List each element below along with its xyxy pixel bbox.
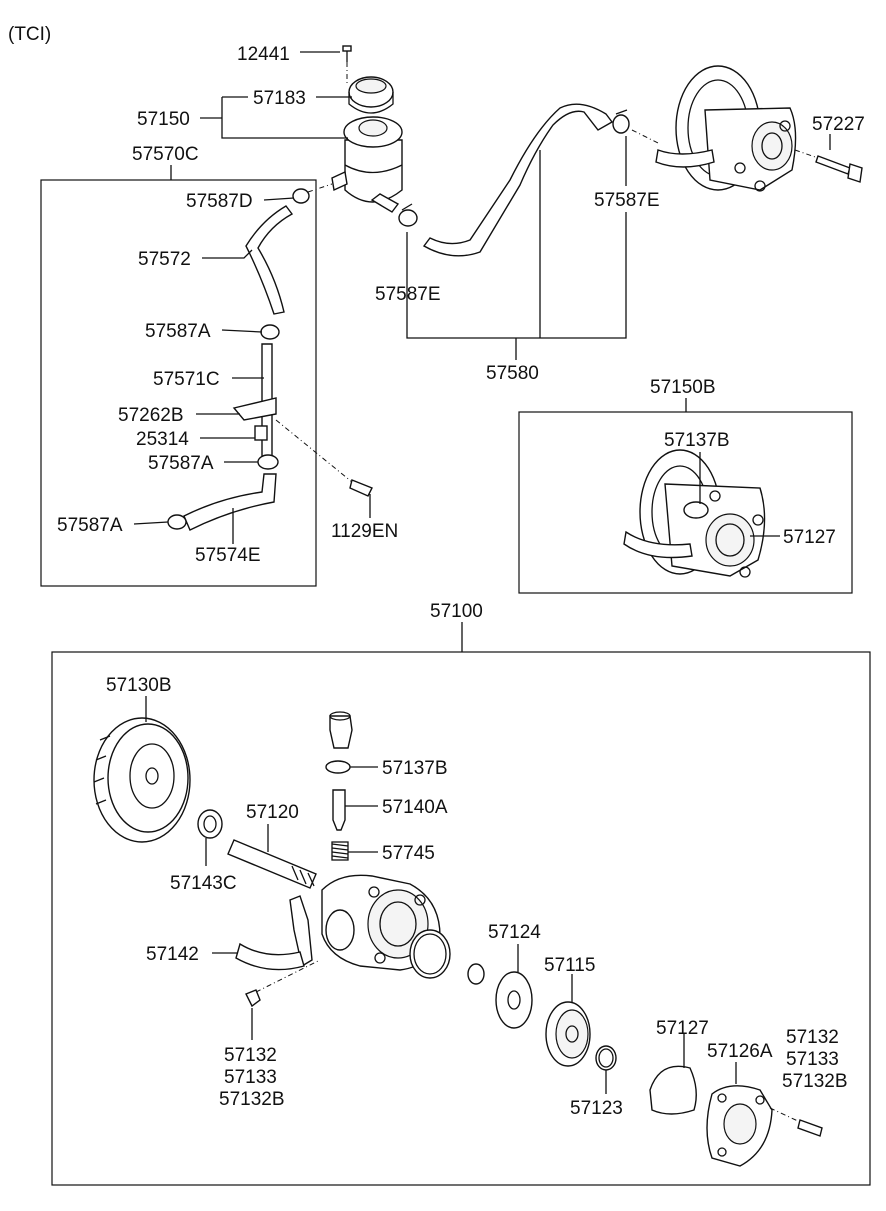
label-57132-left: 57132 bbox=[224, 1045, 277, 1066]
seal-57143C bbox=[197, 809, 223, 839]
label-57143C: 57143C bbox=[170, 873, 237, 894]
bracket-57262B bbox=[232, 397, 277, 421]
label-57140A: 57140A bbox=[382, 797, 448, 818]
hose-assembly-frame bbox=[40, 179, 317, 587]
bolt-1129EN bbox=[349, 479, 373, 497]
pump-sub-57150B bbox=[623, 449, 766, 578]
clamp-57587A-lower bbox=[167, 514, 187, 530]
suction-hose-57572 bbox=[245, 205, 294, 315]
pulley-57130B bbox=[93, 717, 191, 843]
bolt-57132-right bbox=[797, 1119, 823, 1137]
o-ring-small bbox=[467, 963, 485, 985]
bolt-57132-left bbox=[245, 989, 261, 1008]
bracket-plate bbox=[289, 895, 313, 968]
label-57262B: 57262B bbox=[118, 405, 184, 426]
label-57183: 57183 bbox=[253, 88, 306, 109]
connector-57137B bbox=[329, 711, 353, 749]
label-1129EN: 1129EN bbox=[331, 521, 398, 542]
label-57574E: 57574E bbox=[195, 545, 261, 566]
label-57227: 57227 bbox=[812, 114, 865, 135]
label-57124: 57124 bbox=[488, 922, 541, 943]
label-57137B-lower: 57137B bbox=[382, 758, 448, 779]
label-25314: 25314 bbox=[136, 429, 189, 450]
label-57132-right: 57132 bbox=[786, 1027, 839, 1048]
clamp-57587E-right bbox=[612, 109, 630, 134]
variant-label: (TCI) bbox=[8, 24, 51, 45]
label-57137B-upper: 57137B bbox=[664, 430, 730, 451]
return-hose bbox=[422, 103, 614, 257]
rotor-57115 bbox=[545, 1001, 591, 1067]
spring-57745 bbox=[331, 841, 349, 861]
label-57132B-right: 57132B bbox=[782, 1071, 848, 1092]
clamp-57587A-middle bbox=[257, 454, 279, 470]
label-57100: 57100 bbox=[430, 601, 483, 622]
label-57133-right: 57133 bbox=[786, 1049, 839, 1070]
hose-57574E bbox=[183, 473, 277, 531]
label-57132B-left: 57132B bbox=[219, 1089, 285, 1110]
cover-57126A bbox=[706, 1085, 773, 1167]
label-57150B: 57150B bbox=[650, 377, 716, 398]
label-57150: 57150 bbox=[137, 109, 190, 130]
label-57587D: 57587D bbox=[186, 191, 253, 212]
gasket-57127 bbox=[649, 1065, 697, 1115]
clamp-57587D bbox=[292, 188, 310, 204]
label-57130B: 57130B bbox=[106, 675, 172, 696]
label-57745: 57745 bbox=[382, 843, 435, 864]
label-57571C: 57571C bbox=[153, 369, 220, 390]
label-57126A: 57126A bbox=[707, 1041, 773, 1062]
pump-assembly-frame bbox=[51, 651, 871, 1186]
shaft-57120 bbox=[227, 839, 317, 889]
side-plate-57124 bbox=[495, 971, 533, 1029]
label-57123: 57123 bbox=[570, 1098, 623, 1119]
clamp-57587A-upper bbox=[260, 324, 280, 340]
label-12441: 12441 bbox=[237, 44, 290, 65]
clamp-57587E-left bbox=[398, 203, 418, 227]
label-57572: 57572 bbox=[138, 249, 191, 270]
o-ring-large bbox=[409, 929, 451, 979]
label-57587A-lower: 57587A bbox=[57, 515, 123, 536]
label-57142: 57142 bbox=[146, 944, 199, 965]
label-57587E-left: 57587E bbox=[375, 284, 441, 305]
cap-screw bbox=[342, 45, 352, 62]
dash-line bbox=[631, 129, 661, 145]
label-57127-lower: 57127 bbox=[656, 1018, 709, 1039]
label-57587A-middle: 57587A bbox=[148, 453, 214, 474]
label-57587A-upper: 57587A bbox=[145, 321, 211, 342]
o-ring-57137B bbox=[325, 760, 351, 774]
grommet-25314 bbox=[254, 425, 268, 441]
label-57120: 57120 bbox=[246, 802, 299, 823]
reservoir-cap bbox=[348, 76, 394, 114]
label-57570C: 57570C bbox=[132, 144, 199, 165]
dash-line bbox=[794, 149, 819, 159]
bolt-57227 bbox=[815, 155, 863, 183]
dash-line bbox=[769, 1107, 801, 1123]
reservoir-tank bbox=[331, 116, 403, 213]
pump-assembly-top bbox=[655, 65, 797, 192]
valve-57140A bbox=[332, 789, 346, 831]
dash-line bbox=[275, 419, 353, 483]
label-57115: 57115 bbox=[544, 955, 595, 976]
hose-57142 bbox=[235, 942, 305, 971]
leader-lines bbox=[133, 51, 831, 1094]
label-57580: 57580 bbox=[486, 363, 539, 384]
label-57127-upper: 57127 bbox=[783, 527, 836, 548]
label-57587E-right: 57587E bbox=[594, 190, 660, 211]
snap-ring-57123 bbox=[595, 1045, 617, 1071]
label-57133-left: 57133 bbox=[224, 1067, 277, 1088]
dash-line bbox=[307, 183, 333, 193]
